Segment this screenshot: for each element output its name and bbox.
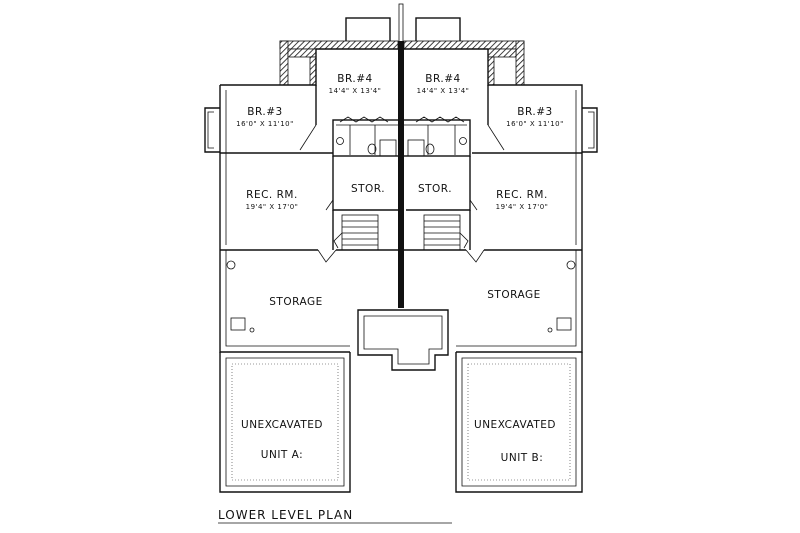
stor-right-name: STOR. — [418, 183, 452, 195]
top-window-wells — [345, 3, 461, 43]
rec-right-name: REC. RM. — [496, 189, 548, 201]
doors — [299, 124, 505, 263]
br4-left-name: BR.#4 — [337, 73, 372, 85]
unexcavated-right-name: UNEXCAVATED — [474, 419, 556, 431]
br4-right-name: BR.#4 — [425, 73, 460, 85]
rec-left-dims: 19'4" X 17'0" — [246, 203, 299, 211]
rec-right-dims: 19'4" X 17'0" — [496, 203, 549, 211]
stor-left-name: STOR. — [351, 183, 385, 195]
side-window-wells — [204, 107, 598, 153]
stairs-right — [423, 214, 469, 251]
interior-walls — [219, 41, 583, 493]
br3-left-dims: 16'0" X 11'10" — [236, 120, 294, 128]
br3-right-name: BR.#3 — [517, 106, 552, 118]
mechanical-equipment — [226, 260, 576, 333]
rec-left-name: REC. RM. — [246, 189, 298, 201]
storage-left-name: STORAGE — [269, 296, 322, 308]
room-labels: BR.#4 14'4" X 13'4" BR.#4 14'4" X 13'4" … — [236, 73, 564, 464]
br4-right-dims: 14'4" X 13'4" — [417, 87, 470, 95]
foundation-walls-top — [279, 40, 525, 86]
br3-left-name: BR.#3 — [247, 106, 282, 118]
br3-right-dims: 16'0" X 11'10" — [506, 120, 564, 128]
stairs-left — [333, 214, 379, 251]
br4-left-dims: 14'4" X 13'4" — [329, 87, 382, 95]
storage-right-name: STORAGE — [487, 289, 540, 301]
plan-title: LOWER LEVEL PLAN — [218, 508, 353, 522]
unit-a-label: UNIT A: — [261, 449, 303, 461]
unexcavated-left-name: UNEXCAVATED — [241, 419, 323, 431]
unexcavated-dotted-outlines — [231, 363, 571, 481]
unit-b-label: UNIT B: — [501, 452, 544, 464]
